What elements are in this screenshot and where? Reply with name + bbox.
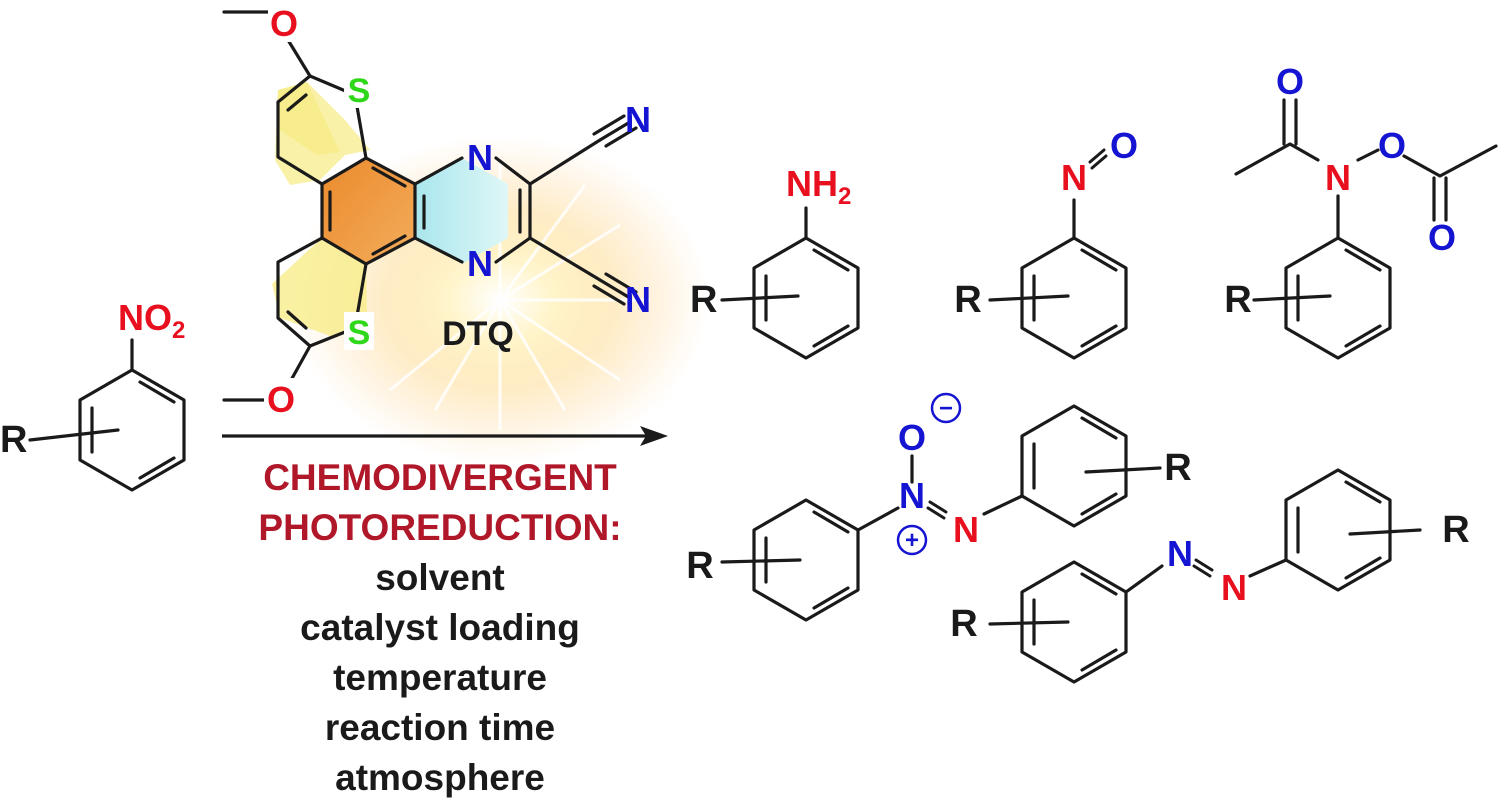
azo-r-group-left: R — [950, 603, 977, 645]
nitrile-n-top: N — [625, 99, 651, 140]
nitroso-o-label: O — [1110, 125, 1138, 166]
product-nitroso: N O R — [954, 125, 1138, 360]
condition-item: atmosphere — [335, 757, 545, 798]
amide-carbonyl-o: O — [1276, 61, 1304, 102]
positive-charge-sign: + — [905, 527, 919, 554]
condition-item: solvent — [375, 557, 505, 598]
pyrazine-n-top: N — [467, 137, 493, 178]
product-aniline: NH2 R — [690, 163, 860, 360]
azo-n-red: N — [1221, 567, 1247, 608]
amide-n-label: N — [1325, 157, 1351, 198]
substrate-r-group: R — [0, 419, 27, 461]
product-acetoxy-amide: N O O O R — [1224, 61, 1498, 360]
acetoxy-r-group: R — [1224, 279, 1251, 321]
azo-n-blue: N — [1167, 533, 1193, 574]
condition-item: catalyst loading — [300, 607, 580, 648]
conditions-title-line1: CHEMODIVERGENT — [263, 457, 617, 498]
pyrazine-n-bottom: N — [467, 243, 493, 284]
azo-r-group-right: R — [1442, 509, 1469, 551]
nitroso-r-group: R — [954, 279, 981, 321]
nitro-label: NO2 — [118, 297, 185, 344]
azoxy-r-group-left: R — [686, 545, 713, 587]
ester-o-label: O — [1378, 125, 1406, 166]
ester-carbonyl-o: O — [1428, 217, 1456, 258]
nitroso-n-label: N — [1061, 157, 1087, 198]
nitrile-n-bottom: N — [625, 279, 651, 320]
sulfur-label-top: S — [348, 72, 371, 110]
aniline-r-group: R — [690, 279, 717, 321]
azoxy-r-group-right: R — [1164, 447, 1191, 489]
reaction-conditions: CHEMODIVERGENT PHOTOREDUCTION: solvent c… — [258, 457, 621, 798]
azoxy-n-label: N — [953, 509, 979, 550]
methoxy-o-bottom: O — [267, 379, 295, 420]
methoxy-o-top: O — [270, 3, 298, 44]
negative-charge-sign: − — [939, 395, 953, 422]
positive-charge-icon — [896, 524, 928, 556]
reaction-arrow-icon — [222, 426, 668, 446]
conditions-title-line2: PHOTOREDUCTION: — [258, 507, 621, 548]
condition-item: reaction time — [325, 707, 555, 748]
sulfur-label-bottom: S — [348, 314, 371, 352]
negative-charge-icon — [930, 392, 962, 424]
catalyst-name: DTQ — [442, 315, 514, 353]
condition-item: temperature — [333, 657, 547, 698]
azoxy-o-label: O — [898, 417, 926, 458]
product-azoxy: N O N − + R R — [686, 392, 1192, 622]
amine-label: NH2 — [786, 163, 851, 210]
catalyst-dtq: S S N N N N O O DTQ — [222, 2, 651, 420]
product-azo: N N R R — [950, 468, 1470, 684]
azoxy-n-plus: N — [899, 475, 925, 516]
substrate-nitroarene: NO2 R — [0, 297, 186, 492]
